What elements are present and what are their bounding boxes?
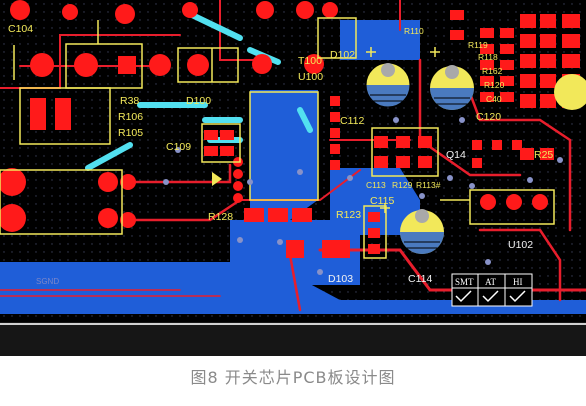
- label-c40: C40: [486, 94, 502, 104]
- capacitor-top-right: [554, 74, 586, 110]
- label-c114: C114: [408, 273, 432, 285]
- figure-caption: 图8 开关芯片PCB板设计图: [190, 368, 396, 387]
- keepout-lines: [85, 11, 313, 171]
- capacitor-c114: [400, 209, 444, 254]
- label-c113: C113: [366, 180, 386, 190]
- resistor-array: [450, 10, 580, 108]
- pads: [0, 0, 554, 258]
- label-r38: R38: [120, 95, 139, 107]
- label-r110: R110: [404, 26, 424, 36]
- capacitor-c120: [430, 65, 474, 110]
- label-u102: U102: [508, 239, 533, 251]
- label-r113: R113#: [416, 180, 441, 190]
- label-r128: R128: [208, 211, 233, 223]
- label-c112: C112: [340, 115, 364, 127]
- silkscreen-outlines: [0, 17, 555, 259]
- vias: [163, 117, 563, 275]
- label-t100: T100: [298, 55, 322, 67]
- label-c109: C109: [166, 141, 191, 153]
- label-r119: R119: [468, 40, 488, 50]
- label-d102: D102: [330, 49, 355, 61]
- label-c120: C120: [476, 111, 501, 123]
- copper-pour: [0, 20, 586, 314]
- mode-box: [451, 273, 533, 307]
- label-r120: R120: [484, 80, 505, 90]
- label-r162: R162: [482, 66, 503, 76]
- label-r123: R123: [336, 209, 361, 221]
- capacitor-c112: [365, 62, 411, 108]
- label-r129: R129: [392, 180, 413, 190]
- pcb-layout-figure: C104 R38 R106 R105 D100 T100 U100 D102 R…: [0, 0, 586, 356]
- label-r25: R25: [534, 149, 553, 161]
- label-q14: Q14: [446, 149, 466, 161]
- label-r106: R106: [118, 111, 143, 123]
- label-u100: U100: [298, 71, 323, 83]
- label-smt: SMT: [455, 277, 474, 287]
- label-sgnd: SGND: [36, 277, 59, 286]
- label-r118: R118: [478, 52, 498, 62]
- label-d100: D100: [186, 95, 211, 107]
- label-r105: R105: [118, 127, 143, 139]
- label-d103: D103: [328, 273, 353, 285]
- label-hi: HI: [513, 277, 523, 287]
- label-at: AT: [485, 277, 497, 287]
- board-edge-strip: [0, 322, 586, 356]
- label-c104: C104: [8, 23, 33, 35]
- label-c115: C115: [370, 195, 394, 207]
